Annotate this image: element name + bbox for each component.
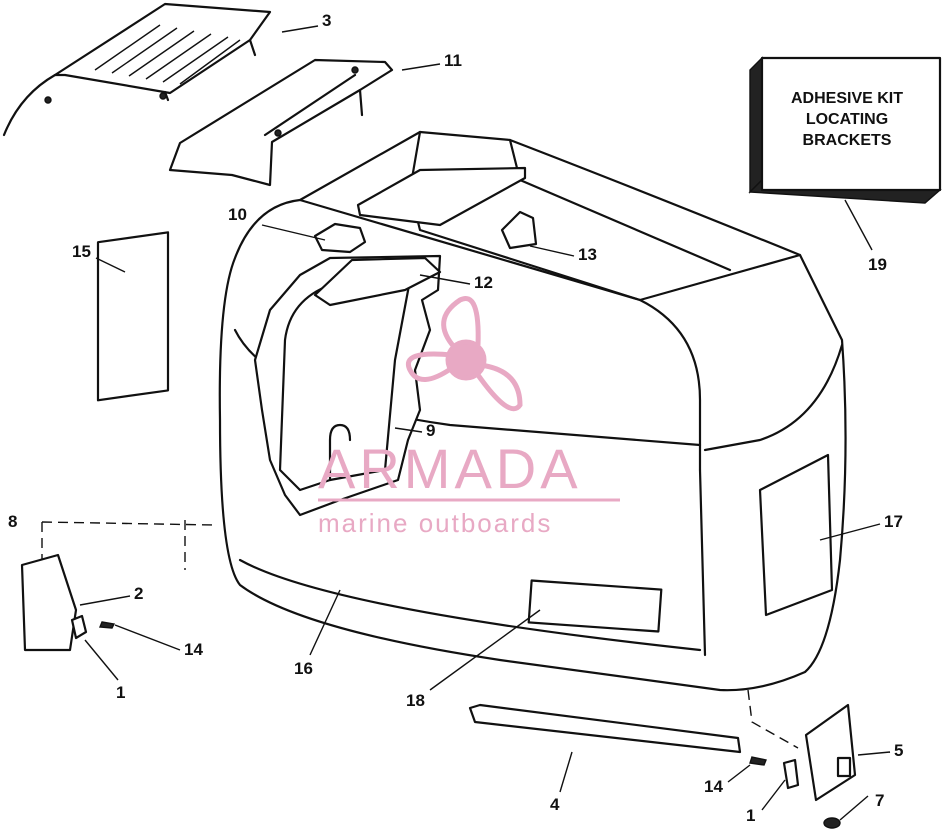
callout-10: 10: [228, 205, 247, 224]
callout-14: 14: [704, 777, 723, 796]
part-11-plate: [168, 58, 394, 187]
leader-lines: [79, 25, 891, 821]
callout-11: 11: [444, 51, 462, 70]
kit-box-label: ADHESIVE KIT LOCATING BRACKETS: [772, 88, 922, 151]
callout-1: 1: [746, 806, 756, 825]
callout-7: 7: [875, 791, 885, 810]
part-17-panel: [758, 453, 834, 617]
part-10-knob: [313, 222, 367, 254]
kit-line-1: ADHESIVE KIT: [790, 90, 903, 107]
part-13-latch: [500, 210, 538, 250]
part-3-grille: [2, 2, 272, 137]
callout-15: 15: [72, 242, 91, 261]
callout-18: 18: [406, 691, 425, 710]
callout-17: 17: [884, 512, 903, 531]
callout-8: 8: [8, 512, 18, 531]
callout-3: 3: [322, 11, 332, 30]
watermark-logo: [406, 296, 523, 412]
callout-1: 1: [116, 683, 126, 702]
callout-4: 4: [550, 795, 560, 814]
callout-19: 19: [868, 255, 887, 274]
part-18-nameplate: [527, 579, 663, 633]
callout-9: 9: [426, 421, 436, 440]
watermark-title: ARMADA: [318, 437, 582, 500]
callout-14: 14: [184, 640, 203, 659]
left-bracket-group: [20, 553, 116, 652]
callout-2: 2: [134, 584, 144, 603]
part-15-decal: [96, 231, 170, 402]
callout-12: 12: [474, 273, 493, 292]
kit-line-3: BRACKETS: [802, 132, 892, 149]
cutaway-section: [253, 254, 442, 517]
watermark-subtitle: marine outboards: [318, 508, 553, 538]
right-bracket-group: [749, 703, 857, 829]
callout-5: 5: [894, 741, 904, 760]
callout-16: 16: [294, 659, 313, 678]
install-guides: [41, 520, 799, 749]
part-19-kit-box: [748, 56, 942, 204]
callout-13: 13: [578, 245, 597, 264]
part-12-seal: [313, 256, 442, 307]
part-4-rail: [468, 703, 742, 754]
kit-line-2: LOCATING: [805, 111, 889, 128]
